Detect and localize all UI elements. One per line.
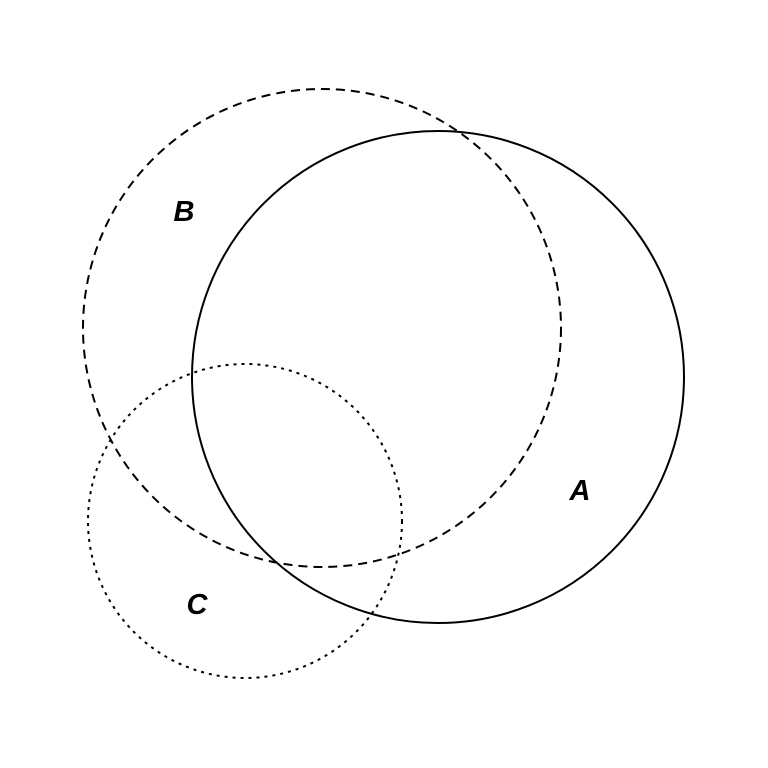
- set-b-circle: [82, 88, 562, 568]
- set-a-circle: [191, 130, 685, 624]
- set-a-label: A: [569, 475, 591, 507]
- set-c-label: C: [187, 589, 209, 621]
- set-c-circle: [87, 363, 403, 679]
- set-b-label: B: [174, 196, 195, 228]
